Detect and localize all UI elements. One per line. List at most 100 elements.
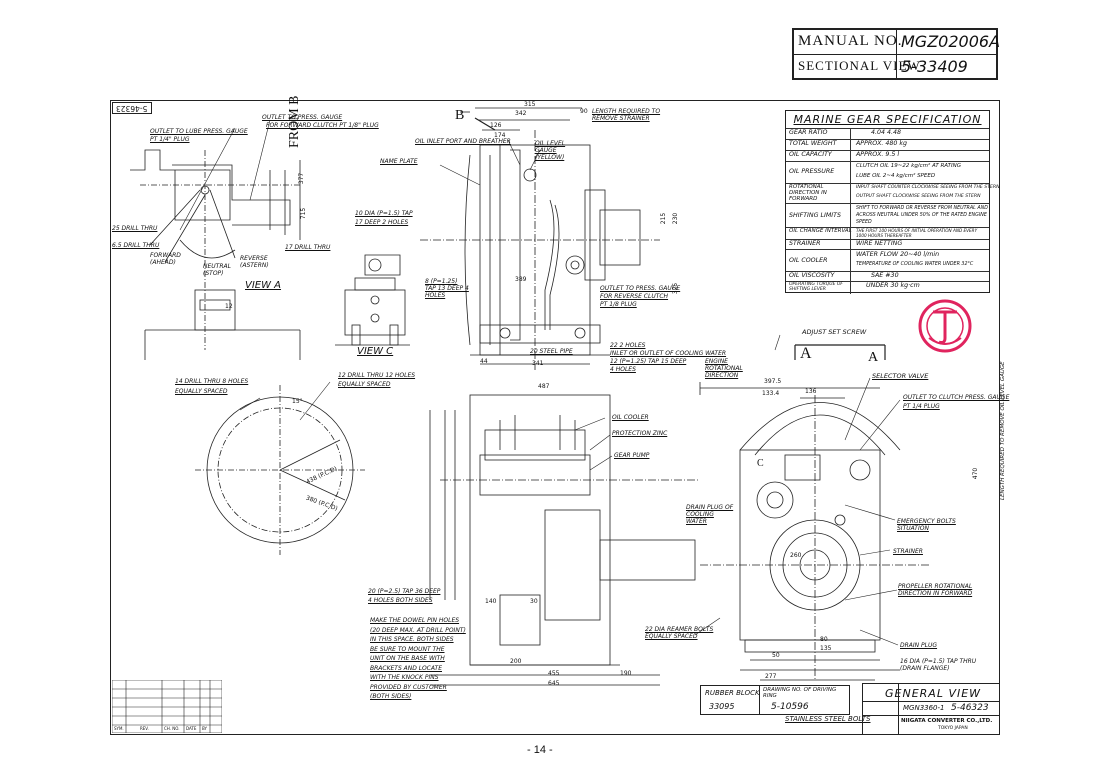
rubber-block-no: 33095 xyxy=(709,702,735,711)
dim-44: 44 xyxy=(480,358,488,365)
outlet-press-size: FOR FORWARD CLUTCH PT 1/8" PLUG xyxy=(266,122,379,129)
total-weight-label: TOTAL WEIGHT xyxy=(789,140,837,147)
dim-455: 455 xyxy=(548,670,560,677)
drawing-frame xyxy=(110,100,1000,735)
dim-30: 30 xyxy=(530,598,538,605)
gear-ratio-values: 4.04 4.48 xyxy=(871,129,902,136)
rubber-block-box: RUBBER BLOCK 33095 DRAWING NO. OF DRIVIN… xyxy=(700,685,850,715)
tap-10-label: 10 DIA (P=1.5) TAP xyxy=(355,210,413,217)
tap-20-holes: 4 HOLES BOTH SIDES xyxy=(368,597,433,604)
title-block: GENERAL VIEW MGN3360-1 5-46323 NIIGATA C… xyxy=(862,683,1000,735)
manual-no-label: MANUAL NO. xyxy=(798,33,903,49)
four-holes-label: 4 HOLES xyxy=(610,366,636,373)
name-plate-label: NAME PLATE xyxy=(380,158,418,165)
dowel-note-3: IN THIS SPACE. BOTH SIDES xyxy=(370,636,454,643)
drawing-number: 5-46323 xyxy=(951,703,989,713)
drain-plug-cooling-label: DRAIN PLUG OF COOLING WATER xyxy=(686,504,734,525)
section-letter-a-left: A xyxy=(800,345,812,362)
adjust-screw-label: ADJUST SET SCREW xyxy=(802,328,867,336)
stainless-bolts-label: STAINLESS STEEL BOLTS xyxy=(785,715,871,723)
section-letter-b: B xyxy=(455,108,465,123)
dim-341: 341 xyxy=(532,360,544,367)
dowel-note-6: BRACKETS AND LOCATE xyxy=(370,664,442,672)
dim-645: 645 xyxy=(548,680,560,687)
oil-viscosity-label: OIL VISCOSITY xyxy=(789,272,835,279)
strainer-label: STRAINER xyxy=(893,548,923,555)
spec-title: MARINE GEAR SPECIFICATION xyxy=(793,113,982,126)
engine-rotation-label: ENGINE ROTATIONAL DIRECTION xyxy=(705,358,743,379)
dim-133: 133.4 xyxy=(762,390,780,397)
total-weight-value: APPROX. 480 kg xyxy=(856,140,908,147)
leader-lines xyxy=(179,119,901,646)
oil-capacity-value: APPROX. 9.5 l xyxy=(856,151,900,158)
dim-90: 90 xyxy=(580,108,588,115)
oil-pressure-label: OIL PRESSURE xyxy=(789,168,835,175)
dowel-note-4: BE SURE TO MOUNT THE xyxy=(370,645,445,653)
company-name: NIIGATA CONVERTER CO.,LTD. xyxy=(901,718,993,724)
two-holes-label: 22 2 HOLES xyxy=(610,342,646,349)
dim-140: 140 xyxy=(485,598,497,605)
dim-126: 126 xyxy=(490,122,502,129)
drill-65-label: 6.5 DRILL THRU xyxy=(112,242,160,249)
view-a-title: VIEW A xyxy=(245,280,282,291)
marine-gear-spec-table: MARINE GEAR SPECIFICATION GEAR RATIO 4.0… xyxy=(785,110,1000,294)
rubber-block-label: RUBBER BLOCK xyxy=(705,689,760,697)
tap-16-label: 16 DIA (P=1.5) TAP THRU (DRAIN FLANGE) xyxy=(900,658,977,672)
rev-header-rev: REV. xyxy=(140,726,149,731)
dowel-note-9: (BOTH SIDES) xyxy=(370,693,412,700)
steel-pipe-label: 20 STEEL PIPE xyxy=(530,348,573,355)
oil-cooler-label: OIL COOLER xyxy=(789,257,828,264)
dim-325: 325 xyxy=(672,282,680,295)
rotational-label: ROTATIONAL DIRECTION IN FORWARD xyxy=(789,184,827,202)
length-strainer-label: LENGTH REQUIRED TO REMOVE STRAINER xyxy=(592,108,661,122)
dowel-note-8: PROVIDED BY CUSTOMER xyxy=(370,683,447,691)
selector-valve-label: SELECTOR VALVE xyxy=(872,372,929,380)
dim-315: 315 xyxy=(524,101,536,108)
inspection-stamp xyxy=(918,299,972,353)
dim-215: 215 xyxy=(660,212,668,225)
sectional-view-label: SECTIONAL VIEW xyxy=(798,58,921,73)
dim-342: 342 xyxy=(515,110,527,117)
section-letter-a-right: A xyxy=(868,350,879,365)
tap-20-label: 20 (P=2.5) TAP 36 DEEP xyxy=(368,588,441,595)
protection-zinc-label: PROTECTION ZINC xyxy=(612,430,668,437)
oil-capacity-label: OIL CAPACITY xyxy=(789,151,832,158)
dim-135: 135 xyxy=(820,645,832,652)
dim-715: 715 xyxy=(300,207,308,220)
dim-277: 277 xyxy=(765,673,777,680)
company-city: TOKYO JAPAN xyxy=(938,726,968,731)
gear-pump-label: GEAR PUMP xyxy=(614,452,650,459)
dowel-note-7: WITH THE KNOCK PINS xyxy=(370,674,439,681)
rotational-output: OUTPUT SHAFT CLOCKWISE SEEING FROM THE S… xyxy=(856,194,981,199)
top-section-drawing xyxy=(420,107,660,370)
dim-190: 190 xyxy=(620,670,632,677)
cooling-inlet-label: INLET OR OUTLET OF COOLING WATER xyxy=(610,350,727,357)
general-view-title: GENERAL VIEW xyxy=(885,687,982,700)
drill-17-label: 17 DRILL THRU xyxy=(285,244,331,251)
oil-inlet-label: OIL INLET PORT AND BREATHER xyxy=(415,138,511,145)
outlet-clutch-size: PT 1/4 PLUG xyxy=(903,403,940,410)
oil-viscosity-value: SAE #30 xyxy=(871,272,899,279)
dim-50: 50 xyxy=(772,652,780,659)
dim-230: 230 xyxy=(672,212,680,225)
oil-cooler-flow: WATER FLOW 20~40 l/min xyxy=(856,251,940,258)
tap-12-label: 12 (P=1.25) TAP 15 DEEP xyxy=(610,358,687,365)
dim-389: 389 xyxy=(515,276,527,283)
rotational-input: INPUT SHAFT COUNTER CLOCKWISE SEEING FRO… xyxy=(856,185,1000,190)
outlet-clutch-label: OUTLET TO CLUTCH PRESS. GAUGE xyxy=(903,394,1010,401)
dim-174: 174 xyxy=(494,132,506,139)
emergency-bolts-label: EMERGENCY BOLTS SITUATION xyxy=(897,518,956,532)
dim-487: 487 xyxy=(538,383,550,390)
reverse-label: REVERSE (ASTERN) xyxy=(240,255,269,269)
operating-torque-value: UNDER 30 kg·cm xyxy=(866,282,920,289)
rev-header-chno: CH. NO. xyxy=(164,726,180,731)
drill-12-spacing: EQUALLY SPACED xyxy=(338,381,391,388)
strainer-value: WIRE NETTING xyxy=(856,240,903,247)
reamer-bolts-label: 22 DIA REAMER BOLTS EQUALLY SPACED xyxy=(645,626,714,640)
flange-drawing xyxy=(195,385,365,555)
oil-cooler-temp: TEMPERATURE OF COOLING WATER UNDER 32°C xyxy=(856,262,974,267)
revision-table xyxy=(112,680,222,733)
dim-80: 80 xyxy=(820,636,828,643)
section-letter-c: C xyxy=(757,458,764,469)
dim-136: 136 xyxy=(805,388,817,395)
